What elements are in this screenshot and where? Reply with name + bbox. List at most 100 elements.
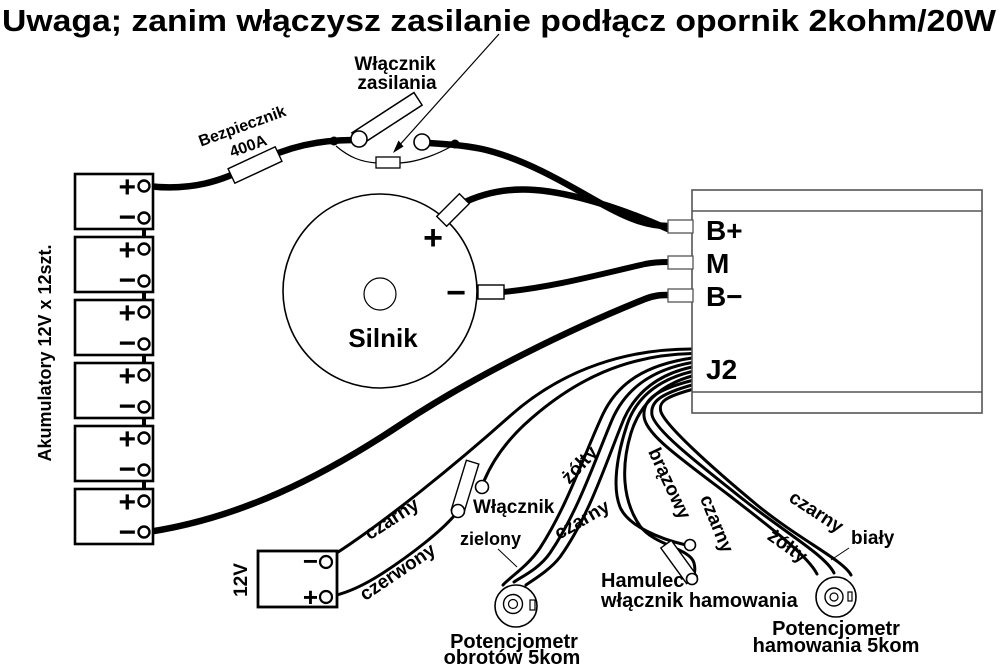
power-switch-terminal-right [413,133,431,151]
motor-minus-sign: − [446,274,466,312]
battery-minus-sign: − [118,201,136,234]
terminal-bplus [667,219,694,234]
pot-speed: Potencjometr obrotów 5kom [444,584,581,665]
aux-battery-plus-sign: + [303,582,318,612]
battery-plus-terminal [137,494,151,508]
aux-switch-label: Włącznik [473,497,555,518]
battery-bank-label: Akumulatory 12V x 12szt. [35,244,55,461]
power-switch-terminal-left [350,130,368,148]
pot-speed-tab [529,599,536,611]
motor-plus-sign: + [423,219,443,257]
pot-speed-label-2: obrotów 5kom [444,647,581,665]
battery-minus-terminal [137,337,151,351]
power-switch-label-2: zasilania [357,73,437,94]
pot-brake-label-2: hamowania 5kom [753,635,920,657]
battery-plus-terminal [137,431,151,445]
wire-label-black-12v: czarny [361,494,423,545]
battery-plus-sign: + [118,297,136,330]
battery-minus-terminal [137,463,151,477]
battery-minus-sign: − [118,453,136,486]
terminal-m [667,255,694,270]
aux-switch-terminal-top [474,479,490,495]
aux-battery-label: 12V [231,563,252,597]
aux-switch-terminal-bottom [450,503,466,519]
battery-plus-terminal [137,242,151,256]
wire-j2-black-pot1 [524,365,694,587]
wire-label-white-pot2: biały [851,528,895,549]
wire-label-black-pot2: czarny [785,487,847,538]
wire-j2-red-12v [482,352,694,483]
motor-plus-terminal [435,192,471,228]
power-switch: Włącznik zasilania [350,54,437,151]
aux-battery-minus-sign: − [303,546,318,576]
battery-minus-terminal [137,211,151,225]
battery-minus-terminal [137,274,151,288]
j2-connector-label: J2 [706,354,737,385]
motor-label: Silnik [348,323,418,353]
fuse: Bezpiecznik 400A [197,103,288,185]
pot-speed-label-1: Potencjometr [450,631,578,653]
terminal-m-label: M [706,248,729,279]
junction-dot-right [450,139,460,149]
controller: B+ M B− J2 [667,189,983,414]
wire-label-black-brake: czarny [695,492,737,556]
battery-minus-sign: − [118,327,136,360]
wire-j2-yellow-pot1 [512,361,694,584]
battery-minus-terminal [137,525,151,539]
wire-motor-minus-to-m [500,259,671,295]
junction-dot-left [329,136,339,146]
fuse-body [227,145,283,185]
green-pointer-line [497,548,518,568]
controller-body [691,189,983,414]
battery-cell: + − [73,297,155,360]
battery-cell: + − [73,360,155,423]
page-title: Uwaga; zanim włączysz zasilanie podłącz … [2,3,997,38]
battery-cell: + − [73,423,155,486]
battery-plus-sign: + [118,486,136,519]
wire-motor-plus-to-bplus [457,186,672,233]
aux-switch: Włącznik [450,459,555,519]
battery-plus-terminal [137,179,151,193]
brake-switch: Hamulec włącznik hamowania [600,538,799,612]
wire-j2-green-pot1 [501,356,694,587]
wire-label-yellow-pot1: żółty [558,442,603,488]
battery-plus-sign: + [118,423,136,456]
wire-switch-to-bplus [424,139,672,230]
aux-battery: 12V − + [231,546,339,612]
terminal-bminus [667,288,694,303]
wire-j2-black-12v [330,347,694,558]
battery-cell: + − [73,486,155,549]
motor-minus-terminal [477,284,505,300]
terminal-bplus-label: B+ [706,215,743,246]
aux-battery-plus-terminal [318,589,334,605]
wire-label-green-pot1: zielony [460,529,521,549]
battery-minus-sign: − [118,264,136,297]
brake-switch-terminal-bottom [685,572,699,586]
motor: + − Silnik [282,192,505,389]
brake-switch-label-1: Hamulec [601,570,684,592]
pot-brake: Potencjometr hamowania 5kom [753,576,920,657]
wire-battery-minus-to-bminus [144,291,672,536]
battery-plus-sign: + [118,171,136,204]
wire-j2-black-pot2 [658,388,853,577]
wire-label-brown-brake: brązowy [643,445,694,523]
terminal-bminus-label: B− [706,281,743,312]
white-pointer-line [830,547,850,561]
wire-j2-white-pot2 [650,383,836,575]
power-switch-label-1: Włącznik [354,54,436,75]
battery-cell: + − [73,234,155,297]
battery-plus-terminal [137,305,151,319]
battery-minus-sign: − [118,390,136,423]
battery-minus-terminal [137,400,151,414]
wire-label-red-12v: czerwony [356,539,440,605]
battery-cell: + − [73,171,155,234]
brake-switch-terminal-top [683,538,697,552]
wire-j2-yellow-pot2 [642,379,819,576]
wire-label-black-pot1: czarny [551,496,614,545]
battery-plus-terminal [137,368,151,382]
battery-plus-sign: + [118,360,136,393]
precharge-resistor [375,156,401,169]
brake-switch-label-2: włącznik hamowania [600,590,799,612]
